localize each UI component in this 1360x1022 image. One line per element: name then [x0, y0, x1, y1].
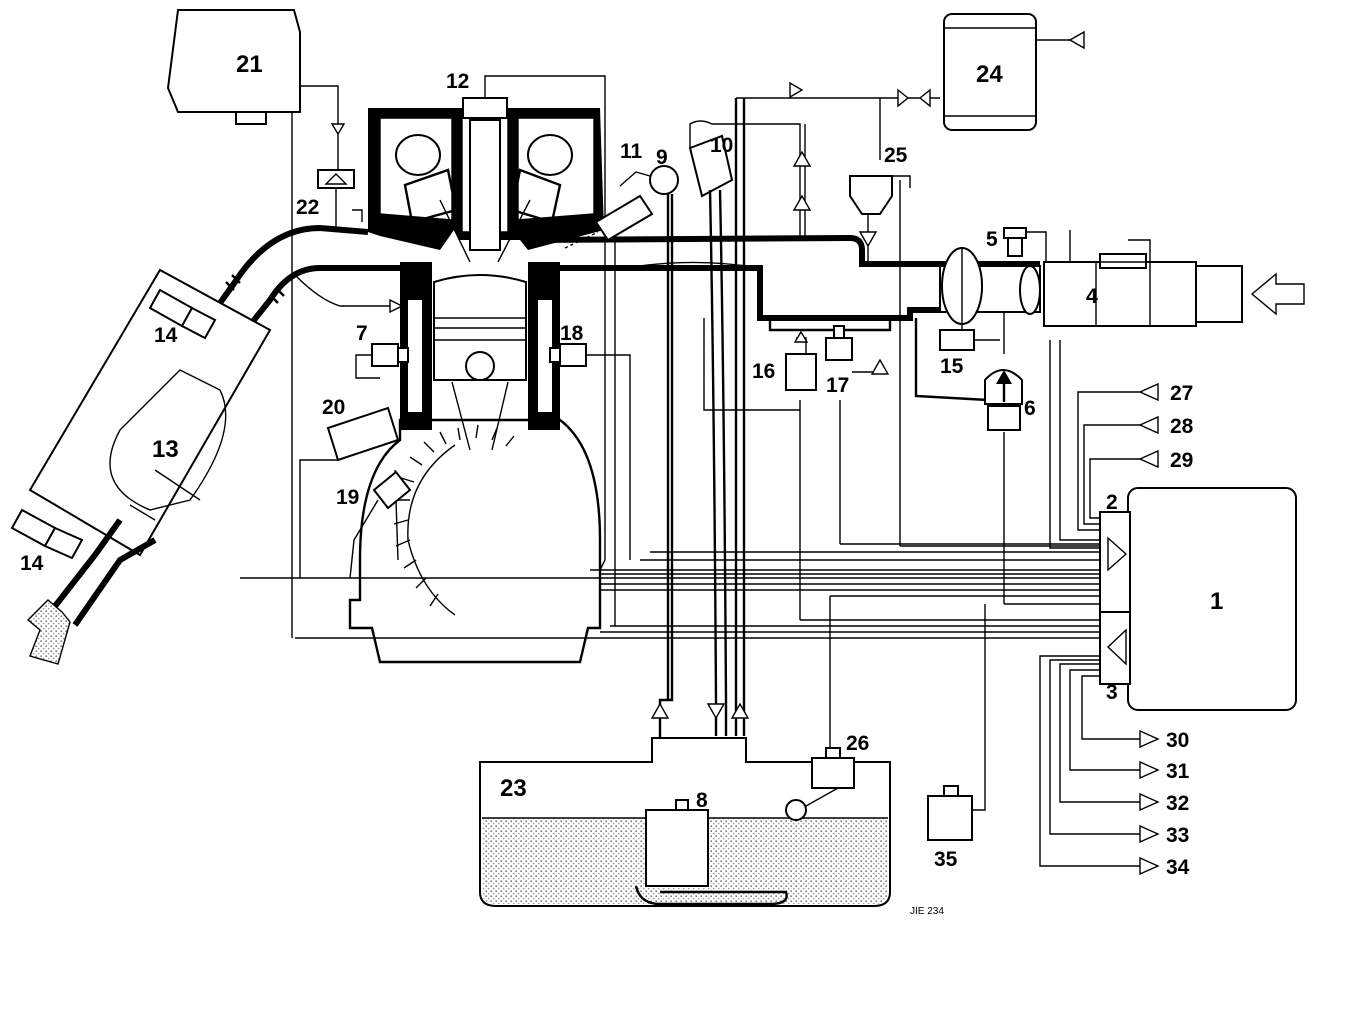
- coolant-temperature-sensor: [549, 343, 631, 560]
- label-output-32: 32: [1166, 792, 1189, 815]
- label-diagnostic-unit: 35: [934, 848, 958, 871]
- air-inlet-arrow-icon: [1250, 272, 1305, 316]
- oxygen-sensor-lower: [10, 508, 84, 560]
- input-arrows: [1138, 382, 1159, 469]
- idle-speed-valve: [914, 312, 1023, 431]
- relay-unit: [166, 9, 346, 638]
- label-output-34: 34: [1166, 856, 1190, 879]
- cylinder-head: [368, 97, 604, 263]
- purge-valve: [849, 175, 911, 262]
- vent-valve: [317, 169, 363, 232]
- label-spark-plug: 12: [446, 70, 469, 93]
- label-injector-11: 11: [620, 140, 643, 163]
- cylinder: [400, 262, 560, 430]
- fuel-tank: [479, 737, 891, 907]
- fuel-line-arrows: [650, 81, 931, 720]
- oxygen-sensor-upper: [148, 288, 217, 340]
- label-purge-valve: 25: [884, 144, 908, 167]
- air-flow-meter: [1043, 230, 1243, 327]
- throttle-body: [939, 247, 1041, 326]
- pressure-sensor: [825, 325, 890, 375]
- fuel-injector: [559, 134, 734, 249]
- label-control-unit: 1: [1210, 588, 1223, 615]
- label-input-29: 29: [1170, 449, 1193, 472]
- output-connector-icon: [1106, 628, 1127, 666]
- throttle-position-sensor: [939, 326, 1000, 351]
- label-oxygen-sensor-upper: 14: [154, 324, 178, 347]
- piston: [433, 274, 527, 451]
- crankshaft-sensor: [349, 470, 412, 579]
- drawing-code: JIE 234: [910, 906, 944, 917]
- label-input-28: 28: [1170, 415, 1194, 438]
- egr-line: [295, 275, 400, 307]
- label-relay-unit: 21: [236, 51, 263, 78]
- label-fuel-level-sender: 26: [846, 732, 869, 755]
- vacuum-line: [703, 318, 800, 411]
- label-injector-10: 10: [710, 134, 733, 157]
- output-arrows: [1139, 729, 1160, 876]
- label-oxygen-sensor-lower: 14: [20, 552, 44, 575]
- label-output-33: 33: [1166, 824, 1189, 847]
- label-vent-valve: 22: [296, 196, 319, 219]
- fuel-level-sender: [785, 747, 855, 821]
- label-catalytic-converter: 13: [152, 436, 179, 463]
- label-air-temperature-sensor: 5: [986, 228, 998, 251]
- charcoal-canister: [943, 13, 1085, 131]
- label-connector-3: 3: [1106, 681, 1118, 704]
- pressure-regulator: [785, 330, 817, 391]
- air-temperature-sensor: [1003, 227, 1047, 264]
- label-pressure-sensor: 17: [826, 374, 849, 397]
- label-idle-speed-valve: 6: [1024, 397, 1036, 420]
- label-charcoal-canister: 24: [976, 61, 1003, 88]
- label-coolant-sensor: 18: [560, 322, 584, 345]
- ignition-lead: [484, 75, 616, 626]
- engine-block: [348, 418, 602, 664]
- label-pressure-regulator: 16: [752, 360, 775, 383]
- exhaust-tailpipe: [26, 518, 157, 665]
- catalytic-converter: [28, 268, 272, 557]
- label-air-flow-meter: 4: [1086, 285, 1098, 308]
- control-unit: [1099, 487, 1297, 711]
- label-connector-2: 2: [1106, 491, 1118, 514]
- knock-sensor: [355, 343, 409, 379]
- label-fuel-tank: 23: [500, 775, 527, 802]
- label-input-27: 27: [1170, 382, 1193, 405]
- label-output-31: 31: [1166, 760, 1190, 783]
- input-connector-icon: [1107, 536, 1128, 572]
- label-throttle-position-sensor: 15: [940, 355, 964, 378]
- diagnostic-unit: [927, 785, 986, 841]
- label-crankshaft-sensor: 19: [336, 486, 359, 509]
- label-injector-9: 9: [656, 146, 668, 169]
- egr-arrow-icon: [389, 298, 404, 314]
- label-knock-sensor: 7: [356, 322, 368, 345]
- camshaft-sensor: [299, 406, 400, 578]
- label-fuel-pump: 8: [696, 789, 708, 812]
- label-camshaft-sensor: 20: [322, 396, 345, 419]
- label-output-30: 30: [1166, 729, 1189, 752]
